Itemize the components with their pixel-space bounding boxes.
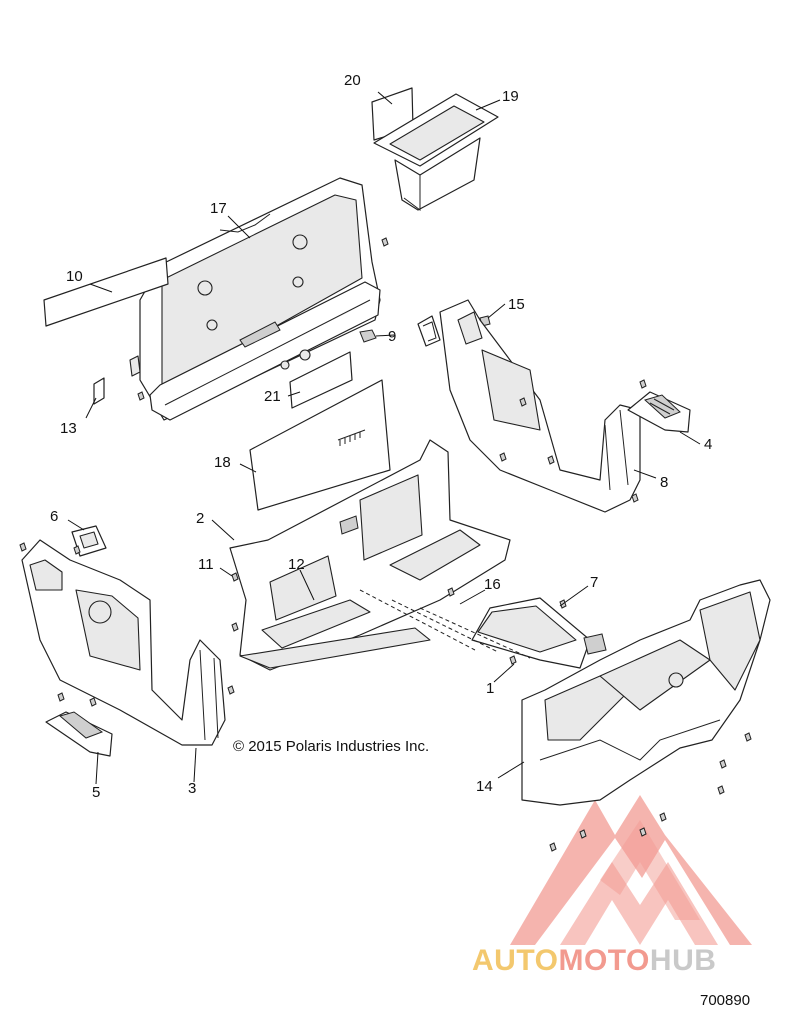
drawing-number: 700890 [700,992,751,1009]
callout-16: 16 [484,576,501,593]
callout-20: 20 [344,72,361,89]
part-19-storage-bin [373,93,499,211]
watermark-part-moto: MOTO [558,944,650,977]
part-9-nut [359,329,377,343]
callout-21: 21 [264,388,281,405]
callout-12: 12 [288,556,305,573]
callout-4: 4 [704,436,713,453]
callout-7: 7 [590,574,599,591]
watermark-logo-icon [510,795,752,945]
part-2-floor-structure [229,439,511,671]
copyright-notice: © 2015 Polaris Industries Inc. [233,738,430,755]
callout-5: 5 [92,784,101,801]
watermark-part-hub: HUB [649,944,717,977]
mount-bracket [417,315,441,347]
part-21-label [289,351,353,409]
leader-lines [67,91,701,785]
part-18-floor-panel [249,379,391,511]
callout-17: 17 [210,200,227,217]
screw-fasteners-icon [19,237,752,852]
watermark-part-auto: AUTO [472,944,559,977]
callout-9: 9 [388,328,397,345]
part-14-front-floor [521,579,771,806]
callout-11: 11 [198,556,214,573]
callout-13: 13 [60,420,77,437]
part-13-label [93,377,105,405]
callout-10: 10 [66,268,83,285]
part-10-decal [43,257,169,327]
callout-19: 19 [502,88,519,105]
part-4-footrest [627,391,691,433]
watermark-brand-text: AUTOMOTOHUB [472,944,716,978]
callout-8: 8 [660,474,669,491]
alignment-lines [359,589,531,659]
callout-6: 6 [50,508,59,525]
callout-2: 2 [196,510,205,527]
part-17-rear-panel [129,177,381,421]
callout-18: 18 [214,454,231,471]
callout-3: 3 [188,780,197,797]
callout-14: 14 [476,778,493,795]
part-8-right-side-panel [439,299,641,513]
callout-15: 15 [508,296,525,313]
callout-1: 1 [486,680,495,697]
part-3-left-side-panel [21,539,226,746]
part-1-cover [471,597,607,669]
part-5-footrest [45,711,113,757]
